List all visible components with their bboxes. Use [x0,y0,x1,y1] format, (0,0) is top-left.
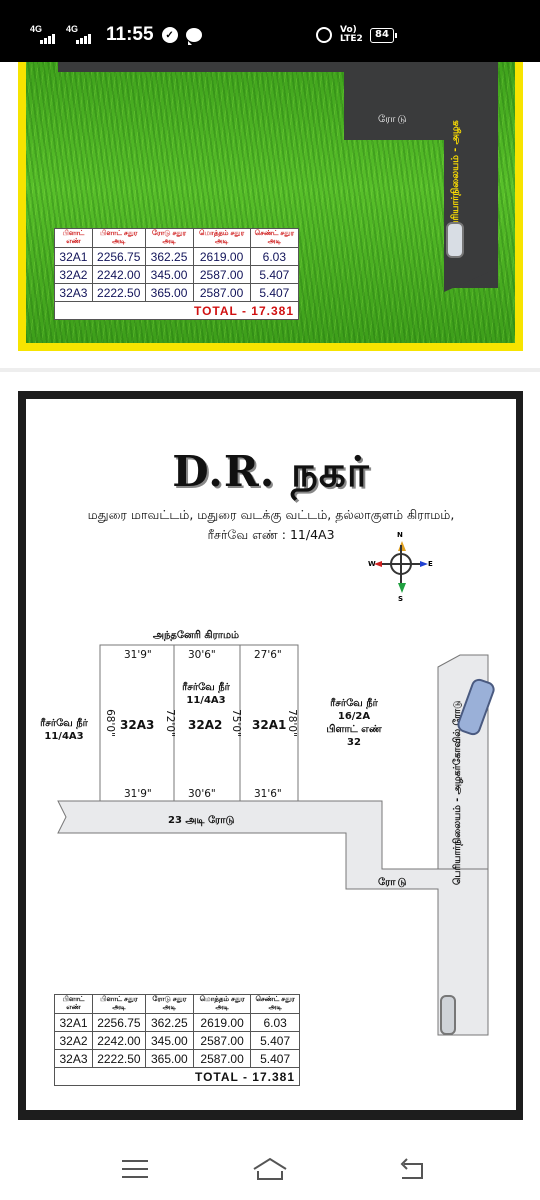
center-survey-label: ரீசர்வே நீர் 11/4A3 [182,682,230,706]
road-label: ரோடு [378,877,409,888]
plot-32A1: 32A1 [252,718,287,732]
left-survey-label: ரீசர்வே நீர் 11/4A3 [40,718,88,742]
road-23-label: 23 அடி ரோடு [168,815,235,826]
survey-number: ரீசர்வே எண் : 11/4A3 [207,527,335,542]
plot-32A2: 32A2 [188,718,223,732]
signal-icon-2: 4G [66,24,94,44]
compass-icon: N W E S [368,531,433,603]
battery-icon: 84 [370,27,397,43]
message-bubble-icon [185,28,202,45]
car-icon-2 [440,995,456,1035]
right-survey-label: ரீசர்வே நீர் 16/2A பிளாட் எண் 32 [326,698,382,748]
road-label: ரோடு [378,114,409,125]
plot-32A3: 32A3 [120,718,155,732]
layout-image-bottom[interactable]: D.R. நகர் மதுரை மாவட்டம், மதுரை வடக்கு வ… [18,391,523,1120]
menu-icon[interactable] [115,1154,155,1184]
alarm-icon [316,27,332,43]
village-label: அந்தனேரி கிராமம் [152,630,240,641]
page-title: D.R. நகர் [172,447,370,496]
clock-time: 11:55 [106,24,154,45]
subtitle: மதுரை மாவட்டம், மதுரை வடக்கு வட்டம், தல்… [87,507,455,522]
table-total-row: TOTAL - 17.381 [54,1067,300,1086]
home-icon[interactable] [250,1154,290,1184]
car-icon [446,222,464,258]
back-icon[interactable] [392,1154,432,1184]
status-bar: 4G 4G 11:55 ✓ Vo) LTE2 84 [0,0,540,62]
volte-indicator: Vo) LTE2 [340,25,363,44]
vertical-road-label: பெரியார்நிலையம் - அழக [450,120,461,235]
plot-table-top: பிளாட் எண் பிளாட் சதுர அடி ரோடு சதுர அடி… [54,228,300,320]
navigation-bar [0,1136,540,1200]
layout-map: D.R. நகர் மதுரை மாவட்டம், மதுரை வடக்கு வ… [26,399,516,1110]
table-total-row: TOTAL - 17.381 [54,301,299,320]
layout-image-top[interactable]: ரோடு பெரியார்நிலையம் - அழக பிளாட் எண் பி… [18,62,523,351]
plot-table: பிளாட் எண் பிளாட் சதுர அடி ரோடு சதுர அடி… [54,994,300,1086]
signal-icon: 4G [30,24,58,44]
divider [0,368,540,372]
vertical-road-label: பெரியார்நிலையம் - அழகர்கோவில் ரோடு [452,700,463,885]
clock-circle-icon: ✓ [161,27,178,43]
